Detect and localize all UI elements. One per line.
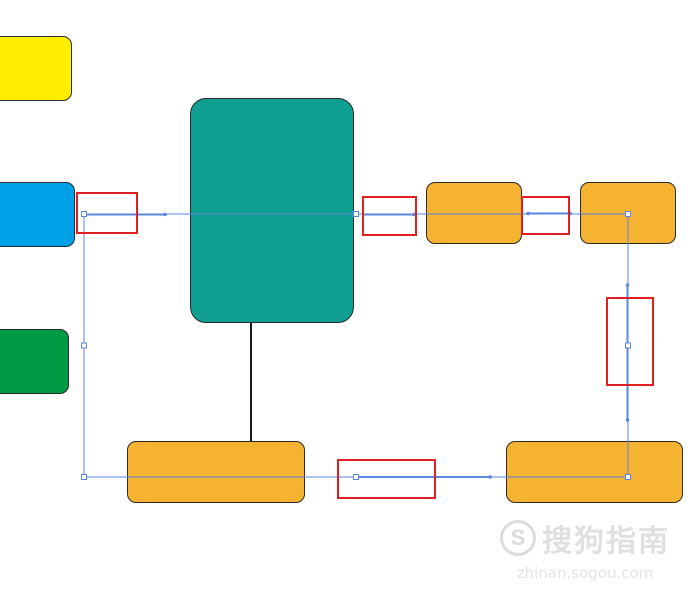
watermark-brand: 搜狗指南 [542, 524, 670, 559]
orange-box-middle-top[interactable] [426, 182, 522, 244]
watermark: S 搜狗指南 zhinan.sogou.com [500, 516, 670, 582]
orange-box-bottom-left[interactable] [127, 441, 305, 503]
red-highlight-boxes [76, 192, 654, 499]
highlight-center-segment [362, 196, 417, 236]
watermark-url: zhinan.sogou.com [516, 564, 654, 582]
orange-box-bottom-right[interactable] [506, 441, 683, 503]
green-swatch[interactable] [0, 329, 69, 394]
yellow-swatch[interactable] [0, 36, 72, 101]
teal-main-block[interactable] [190, 98, 354, 323]
sogou-logo-icon: S [500, 520, 536, 556]
handle-dots [163, 211, 630, 479]
highlight-bottom-segment [337, 459, 436, 499]
highlight-right-segment [521, 196, 570, 235]
highlight-left-segment [76, 192, 138, 234]
anchor-points [81, 211, 631, 480]
selection-path [83, 213, 629, 478]
path-segment-strokes [84, 212, 629, 478]
blue-swatch[interactable] [0, 182, 75, 247]
highlight-vertical-segment [606, 297, 654, 386]
